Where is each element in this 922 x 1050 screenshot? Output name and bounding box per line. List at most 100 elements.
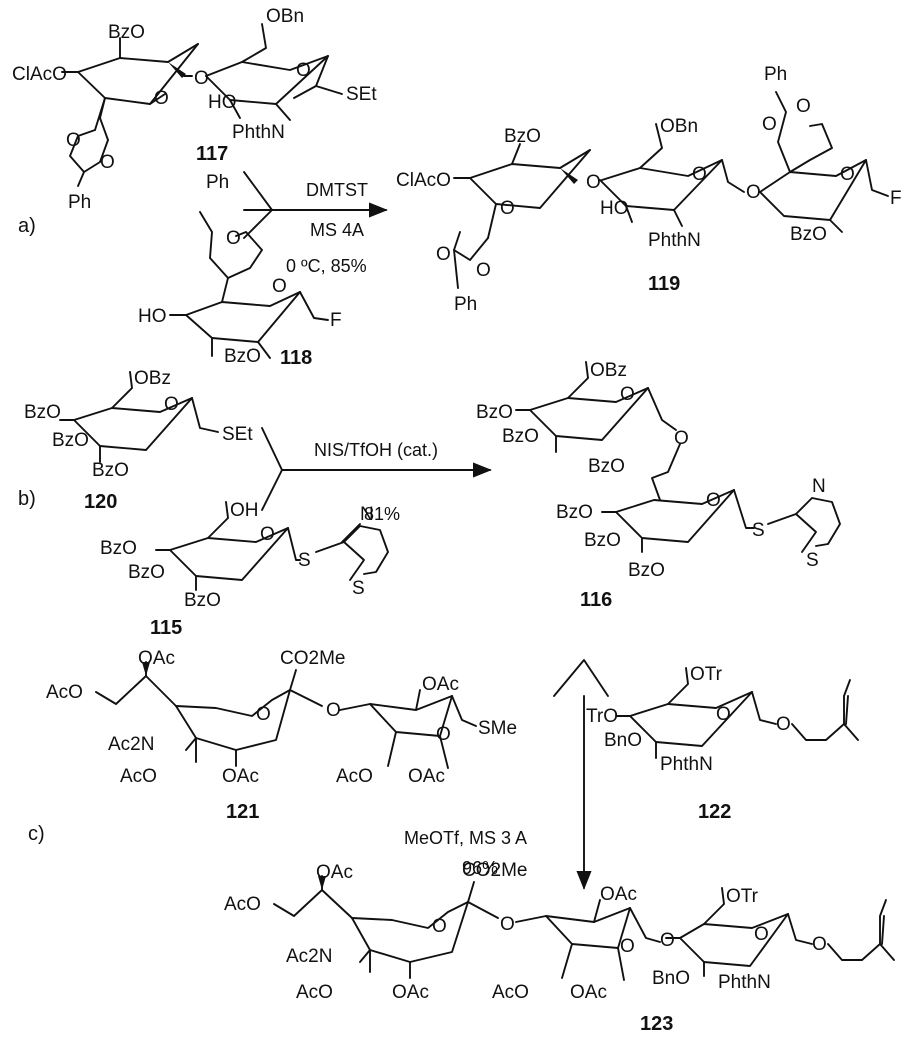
substituent-label: BzO [184, 590, 221, 611]
substituent-label: O [620, 936, 635, 957]
compound-115: OH O BzO BzO S N S BzO 115 [100, 500, 389, 639]
compound-label-116: 116 [580, 589, 612, 611]
substituent-label: S [752, 520, 765, 541]
compound-label-115: 115 [150, 617, 182, 639]
condition-b-yield: 81% [364, 504, 400, 524]
substituent-label: BzO [128, 562, 165, 583]
condition-c-reagent: MeOTf, MS 3 A [404, 828, 527, 848]
substituent-label: CO2Me [280, 648, 345, 669]
substituent-label: O [776, 714, 791, 735]
reaction-arrow-b: NIS/TfOH (cat.) 81% [261, 427, 492, 524]
substituent-label: ClAcO [396, 170, 451, 191]
substituent-label: O [226, 228, 241, 249]
substituent-label: O [796, 96, 811, 117]
substituent-label: HO [208, 92, 237, 113]
substituent-label: OBn [660, 116, 698, 137]
compound-118: Ph O O HO F BzO 118 [138, 172, 342, 369]
section-label-a: a) [18, 215, 36, 237]
substituent-label: OAc [570, 982, 607, 1003]
substituent-label: BzO [92, 460, 129, 481]
substituent-label: O [436, 244, 451, 265]
substituent-label: O [500, 198, 515, 219]
substituent-label: BzO [100, 538, 137, 559]
substituent-label: O [620, 384, 635, 405]
substituent-label: SMe [478, 718, 517, 739]
substituent-label: N [812, 476, 826, 497]
substituent-label: AcO [46, 682, 83, 703]
substituent-label: BzO [24, 402, 61, 423]
substituent-label: OAc [222, 766, 259, 787]
compound-label-117: 117 [196, 143, 228, 165]
compound-label-119: 119 [648, 273, 680, 295]
substituent-label: O [812, 934, 827, 955]
substituent-label: Ac2N [286, 946, 332, 967]
substituent-label: O [586, 172, 601, 193]
substituent-label: OTr [726, 886, 759, 907]
substituent-label: OBz [590, 360, 627, 381]
substituent-label: O [164, 394, 179, 415]
substituent-label: O [692, 164, 707, 185]
substituent-label: O [436, 724, 451, 745]
substituent-label: OH [230, 500, 259, 521]
substituent-label: OBn [266, 6, 304, 27]
substituent-label: O [260, 524, 275, 545]
section-label-b: b) [18, 488, 36, 510]
substituent-label: BzO [224, 346, 261, 367]
substituent-label: S [352, 578, 365, 599]
substituent-label: AcO [120, 766, 157, 787]
condition-a-temp-yield: 0 ºC, 85% [286, 256, 367, 276]
compound-label-123: 123 [640, 1013, 673, 1035]
substituent-label: OAc [600, 884, 637, 905]
substituent-label: HO [600, 198, 629, 219]
substituent-label: HO [138, 306, 167, 327]
substituent-label: F [330, 310, 342, 331]
substituent-label: BzO [108, 22, 145, 43]
substituent-label: Ph [764, 64, 787, 85]
substituent-label: PhthN [648, 230, 701, 251]
substituent-label: O [706, 490, 721, 511]
condition-c-yield: 96% [462, 858, 498, 878]
substituent-label: O [674, 428, 689, 449]
compound-label-121: 121 [226, 801, 259, 823]
compound-122: OTr O TrO BnO O PhthN 122 [586, 664, 859, 823]
substituent-label: AcO [224, 894, 261, 915]
compound-label-120: 120 [84, 491, 117, 513]
substituent-label: BzO [504, 126, 541, 147]
substituent-label: PhthN [660, 754, 713, 775]
condition-a-sieves: MS 4A [310, 220, 364, 240]
substituent-label: BzO [628, 560, 665, 581]
substituent-label: AcO [492, 982, 529, 1003]
substituent-label: O [66, 130, 81, 151]
substituent-label: O [840, 164, 855, 185]
compound-label-118: 118 [280, 347, 312, 369]
reaction-arrow-c: MeOTf, MS 3 A 96% [404, 659, 609, 890]
substituent-label: BnO [604, 730, 642, 751]
compound-117: BzO ClAcO O OBn O HO SEt PhthN O O O Ph … [12, 6, 377, 213]
reaction-arrow-a: DMTST MS 4A 0 ºC, 85% [243, 171, 388, 276]
substituent-label: O [194, 68, 209, 89]
substituent-label: SEt [346, 84, 377, 105]
compound-116: OBz O BzO BzO O BzO O BzO BzO S N S BzO … [476, 360, 841, 611]
substituent-label: OBz [134, 368, 171, 389]
compound-121: OAc AcO CO2Me O O OAc SMe O Ac2N AcO OAc… [46, 648, 517, 823]
substituent-label: BnO [652, 968, 690, 989]
substituent-label: O [154, 88, 169, 109]
section-label-c: c) [28, 823, 45, 845]
substituent-label: O [500, 914, 515, 935]
substituent-label: BzO [556, 502, 593, 523]
substituent-label: BzO [52, 430, 89, 451]
substituent-label: OAc [408, 766, 445, 787]
substituent-label: N [360, 504, 374, 525]
substituent-label: CO2Me [462, 860, 527, 881]
substituent-label: O [326, 700, 341, 721]
substituent-label: O [716, 704, 731, 725]
substituent-label: Ac2N [108, 734, 154, 755]
substituent-label: O [746, 182, 761, 203]
substituent-label: OAc [138, 648, 175, 669]
compound-123: OAc AcO CO2Me O O OAc O O OTr O BnO Phth… [224, 860, 895, 1035]
substituent-label: SEt [222, 424, 253, 445]
substituent-label: F [890, 188, 902, 209]
substituent-label: Ph [68, 192, 91, 213]
substituent-label: S [298, 550, 311, 571]
